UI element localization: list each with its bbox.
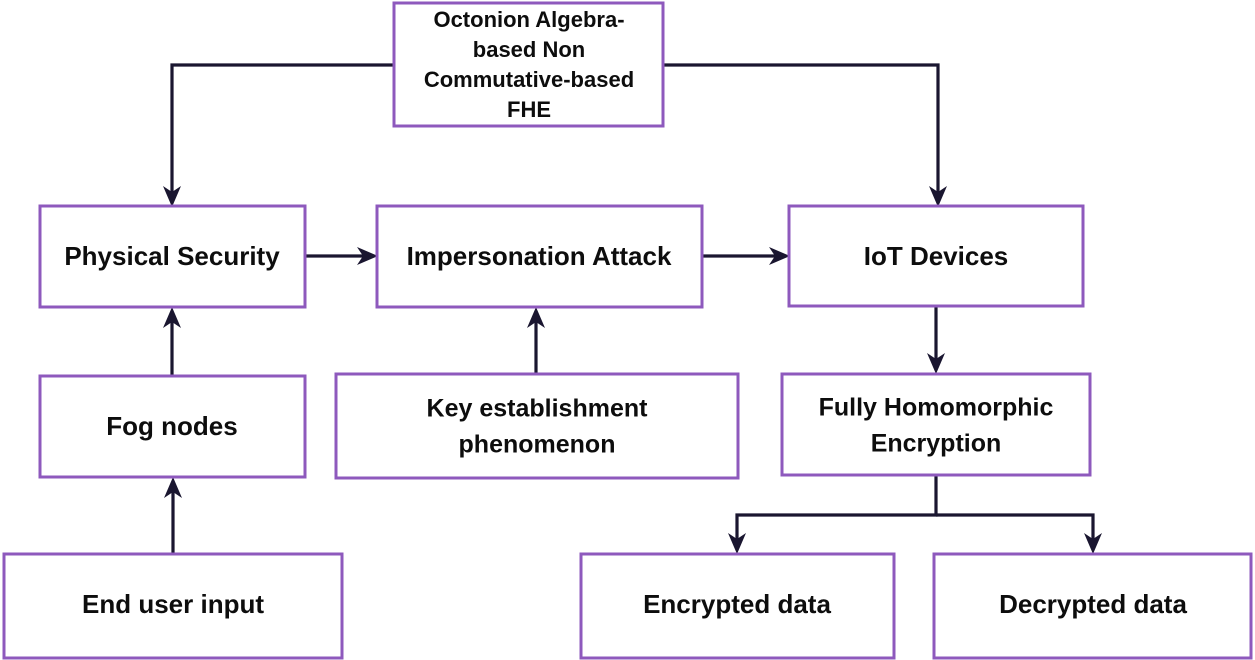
- fhe-root-label-line-3: Commutative-based: [424, 67, 634, 92]
- node-decrypted-data[interactable]: Decrypted data: [932, 552, 1253, 660]
- key-establishment-box[interactable]: [334, 372, 740, 480]
- node-encrypted-data[interactable]: Encrypted data: [579, 552, 896, 660]
- node-end-user-input[interactable]: End user input: [2, 552, 344, 660]
- node-physical-security[interactable]: Physical Security: [38, 204, 307, 309]
- impersonation-attack-label: Impersonation Attack: [407, 241, 672, 271]
- encrypted-data-box[interactable]: [579, 552, 896, 660]
- fully-homomorphic-encryption-label-line-1: Fully Homomorphic: [819, 394, 1054, 422]
- fhe-root-label-line-4: FHE: [507, 97, 551, 122]
- decrypted-data-label: Decrypted data: [999, 589, 1187, 619]
- node-fhe-root[interactable]: Octonion Algebra- based Non Commutative-…: [392, 1, 665, 128]
- physical-security-box[interactable]: [38, 204, 307, 309]
- iot-devices-label: IoT Devices: [864, 241, 1009, 271]
- key-establishment-label-line-1: Key establishment: [427, 395, 649, 423]
- edge-fully-homomorphic-encryption-to-decrypted-data: [936, 513, 1102, 554]
- node-iot-devices[interactable]: IoT Devices: [787, 204, 1085, 308]
- fhe-root-box[interactable]: [392, 1, 665, 128]
- edge-iot-devices-to-fully-homomorphic-encryption: [927, 306, 945, 374]
- edge-fhe-root-to-iot-devices: [663, 63, 947, 207]
- fog-nodes-label: Fog nodes: [106, 411, 237, 441]
- fully-homomorphic-encryption-box[interactable]: [780, 372, 1092, 477]
- fog-nodes-box[interactable]: [38, 374, 307, 479]
- node-fog-nodes[interactable]: Fog nodes: [38, 374, 307, 479]
- fully-homomorphic-encryption-label-line-2: Encryption: [871, 430, 1002, 458]
- edge-fog-nodes-to-physical-security: [163, 307, 181, 376]
- fhe-root-label-line-2: based Non: [473, 37, 585, 62]
- edge-physical-security-to-impersonation-attack: [305, 247, 378, 265]
- encrypted-data-label: Encrypted data: [643, 589, 831, 619]
- edge-end-user-input-to-fog-nodes: [164, 477, 182, 554]
- decrypted-data-box[interactable]: [932, 552, 1253, 660]
- iot-devices-box[interactable]: [787, 204, 1085, 308]
- edge-fully-homomorphic-encryption-to-encrypted-data: [728, 475, 938, 554]
- node-impersonation-attack[interactable]: Impersonation Attack: [375, 204, 704, 309]
- end-user-input-label: End user input: [82, 589, 264, 619]
- end-user-input-box[interactable]: [2, 552, 344, 660]
- physical-security-label: Physical Security: [64, 241, 280, 271]
- fhe-root-label-line-1: Octonion Algebra-: [433, 7, 624, 32]
- node-key-establishment[interactable]: Key establishment phenomenon: [334, 372, 740, 480]
- node-fully-homomorphic-encryption[interactable]: Fully Homomorphic Encryption: [780, 372, 1092, 477]
- edge-key-establishment-to-impersonation-attack: [527, 307, 545, 376]
- edge-impersonation-attack-to-iot-devices: [702, 247, 790, 265]
- key-establishment-label-line-2: phenomenon: [459, 431, 616, 459]
- impersonation-attack-box[interactable]: [375, 204, 704, 309]
